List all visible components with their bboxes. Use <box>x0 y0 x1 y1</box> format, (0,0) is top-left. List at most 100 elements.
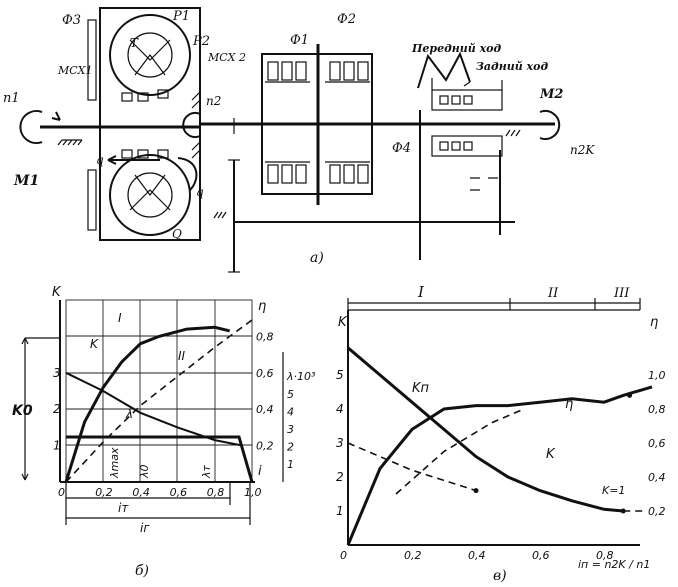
chart-b-x-tick: 1,0 <box>244 486 262 499</box>
chart-c-k-tick: 4 <box>336 402 344 416</box>
freewheel-1b <box>137 92 149 102</box>
chart-c-series-3 <box>395 408 525 495</box>
chart-b-lambda-tick: 4 <box>287 406 294 419</box>
label-p2: Р2 <box>192 34 210 49</box>
chart-b-series-label-0: K <box>90 337 99 351</box>
ground-hatch <box>191 91 201 159</box>
label-phi2: Ф2 <box>337 12 356 27</box>
torus-upper-core <box>127 32 173 78</box>
countershaft-bearing <box>213 211 227 219</box>
chart-c-x-tick: 0 <box>340 549 347 562</box>
chart-b-x-tick: 0,6 <box>170 486 188 499</box>
torus-lower-core <box>127 172 173 218</box>
label-mcx1: МСХ1 <box>57 64 93 77</box>
chart-c-eta-tick: 0,4 <box>648 471 666 484</box>
chart-b-k0-label: K0 <box>12 403 33 419</box>
caption-b: б) <box>135 563 149 579</box>
input-arrowhead <box>51 111 61 121</box>
upper-blades <box>129 39 171 76</box>
chart-c-region-2: II <box>547 286 559 301</box>
freewheel-2a <box>157 89 169 99</box>
chart-b-lambda-max-label: λmax <box>108 447 121 479</box>
chart-c-k-label: K <box>338 315 348 330</box>
chart-c-x-tick: 0,6 <box>532 549 550 562</box>
chart-b-lambda0-label: λ0 <box>138 464 151 479</box>
caption-c: в) <box>493 568 507 584</box>
chart-c-series-label-2: η <box>565 397 573 412</box>
chart-c-x-tick: 0,2 <box>404 549 422 562</box>
chart-b-gridlines <box>66 300 252 482</box>
label-mcx2: МСХ 2 <box>207 51 246 64</box>
chart-b-lambda-tick: 1 <box>287 458 294 471</box>
chart-c-k-tick: 5 <box>336 368 344 382</box>
turbine-moment-arrow <box>182 112 201 138</box>
label-p1: Р1 <box>172 9 190 24</box>
clutch-pack-f2 <box>325 61 370 184</box>
label-q-big: Q <box>172 227 182 241</box>
chart-b-lambda-tick: 2 <box>287 441 294 454</box>
output-bearing <box>505 129 521 137</box>
chart-b-x-tick: 0 <box>58 486 65 499</box>
chart-b-series-label-1: I <box>118 311 122 325</box>
chart-c-eta-tick: 0,8 <box>648 403 666 416</box>
scheme-labels: Ф3 Р1 Р2 Т Q МСХ1 МСХ 2 n1 M1 n2 Ф1 Ф2 Ф… <box>3 9 595 266</box>
bearing-left <box>57 139 83 146</box>
freewheel-3a <box>121 149 133 159</box>
chart-c-region-1: I <box>417 283 425 301</box>
chart-b-eta-tick: 0,4 <box>256 403 274 416</box>
chart-c-series-0 <box>347 346 624 513</box>
chart-c-x-label: iп = n2K / n1 <box>578 558 650 571</box>
chart-c-series-1 <box>347 442 477 492</box>
chart-b-k-label: K <box>52 285 62 300</box>
chart-b-lambda-t-label: λт <box>200 464 213 479</box>
chart-c-x-tick: 0,4 <box>468 549 486 562</box>
chart-b-series-label-3: λ <box>125 407 133 421</box>
chart-b-series-3 <box>66 435 254 483</box>
lower-blades <box>129 174 171 211</box>
label-phi4: Ф4 <box>392 141 411 156</box>
label-n2k: n2K <box>570 143 595 157</box>
chart-c-eta-tick: 0,6 <box>648 437 666 450</box>
chart-b-k-tick: 3 <box>53 366 61 380</box>
chart-b-x-tick: 0,4 <box>132 486 150 499</box>
chart-b-eta-label: η <box>258 299 266 314</box>
torus-lower <box>109 154 191 236</box>
label-f3: Ф3 <box>62 13 81 28</box>
flow-arrow-right <box>177 157 198 191</box>
chart-c-point <box>473 488 479 494</box>
chart-c-series-label-1: K <box>546 447 556 462</box>
clutch-pack-f1 <box>265 61 310 184</box>
chart-b-x-label: i <box>258 464 262 479</box>
chart-b-eta-tick: 0,8 <box>256 330 274 343</box>
clutch-f3-upper <box>87 19 97 101</box>
chart-c-point <box>627 392 633 398</box>
freewheel-3b <box>137 149 149 159</box>
chart-c-series-label-0: Kп <box>412 381 430 396</box>
chart-c-k-tick: 1 <box>336 504 344 518</box>
label-n1: n1 <box>3 91 20 106</box>
chart-b-dim-ig-label: iг <box>140 521 150 535</box>
output-moment-arrow <box>539 110 561 140</box>
chart-c-k-tick: 3 <box>336 436 344 450</box>
label-t: Т <box>130 36 139 50</box>
label-q-left: q <box>96 153 104 167</box>
chart-c-eta-tick: 1,0 <box>648 369 666 382</box>
chart-b-x-tick: 0,2 <box>95 486 113 499</box>
clutch-f3-lower <box>87 169 97 231</box>
label-n2: n2 <box>206 94 221 108</box>
chart-b-lambda-label: λ·10³ <box>286 370 316 383</box>
chart-b-grid-frame <box>65 299 253 483</box>
chart-b-eta-tick: 0,2 <box>256 440 274 453</box>
label-reverse: Задний ход <box>476 60 548 73</box>
label-forward: Передний ход <box>411 42 501 55</box>
chart-b-series-0 <box>65 371 243 447</box>
chart-b-series-label-2: II <box>178 349 186 363</box>
chart-c-x-tick: 0,8 <box>596 549 614 562</box>
chart-c-region-3: III <box>613 286 630 301</box>
